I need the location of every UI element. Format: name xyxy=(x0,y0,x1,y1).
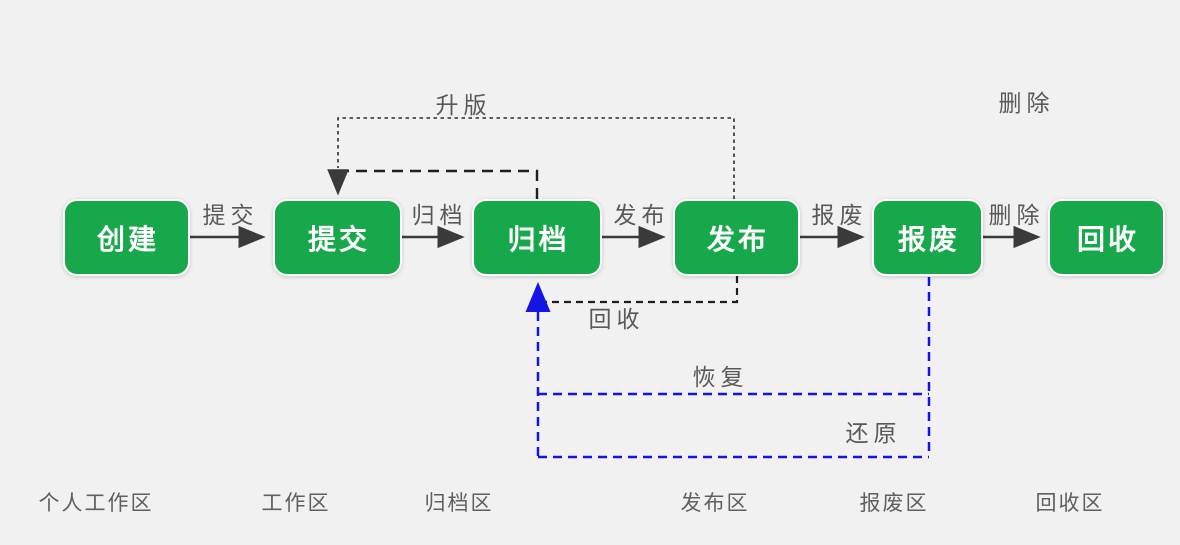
node-archive: 归档 xyxy=(472,199,602,276)
edge-label-restore: 恢复 xyxy=(692,364,749,390)
edge-label-archive: 归档 xyxy=(411,202,468,228)
edge-publish-submit-upgrade-line xyxy=(337,117,735,199)
zone-label-recycle-zone: 回收区 xyxy=(1035,492,1105,515)
edge-publish-archive-recycle-line xyxy=(545,276,739,304)
node-create: 创建 xyxy=(63,199,190,276)
edge-label-delete: 删除 xyxy=(988,202,1045,228)
zone-label-archive-zone: 归档区 xyxy=(424,492,494,515)
node-recycle: 回收 xyxy=(1048,199,1165,276)
node-publish: 发布 xyxy=(673,199,800,276)
zone-label-workspace: 工作区 xyxy=(261,492,331,515)
edge-label-submit: 提交 xyxy=(202,202,259,228)
edge-archive-submit-line xyxy=(339,169,539,199)
zone-label-publish-zone: 发布区 xyxy=(680,492,750,515)
floating-label-delete: 删除 xyxy=(998,90,1055,116)
edge-label-upgrade: 升版 xyxy=(435,92,492,118)
node-submit: 提交 xyxy=(273,199,402,276)
edge-label-recycle-return: 回收 xyxy=(588,306,645,332)
edge-label-revert: 还原 xyxy=(845,420,902,446)
edge-label-publish: 发布 xyxy=(613,202,670,228)
zone-label-personal-workspace: 个人工作区 xyxy=(38,492,154,515)
edge-label-scrap: 报废 xyxy=(811,202,868,228)
zone-label-scrap-zone: 报废区 xyxy=(859,492,929,515)
node-scrap: 报废 xyxy=(872,199,983,276)
